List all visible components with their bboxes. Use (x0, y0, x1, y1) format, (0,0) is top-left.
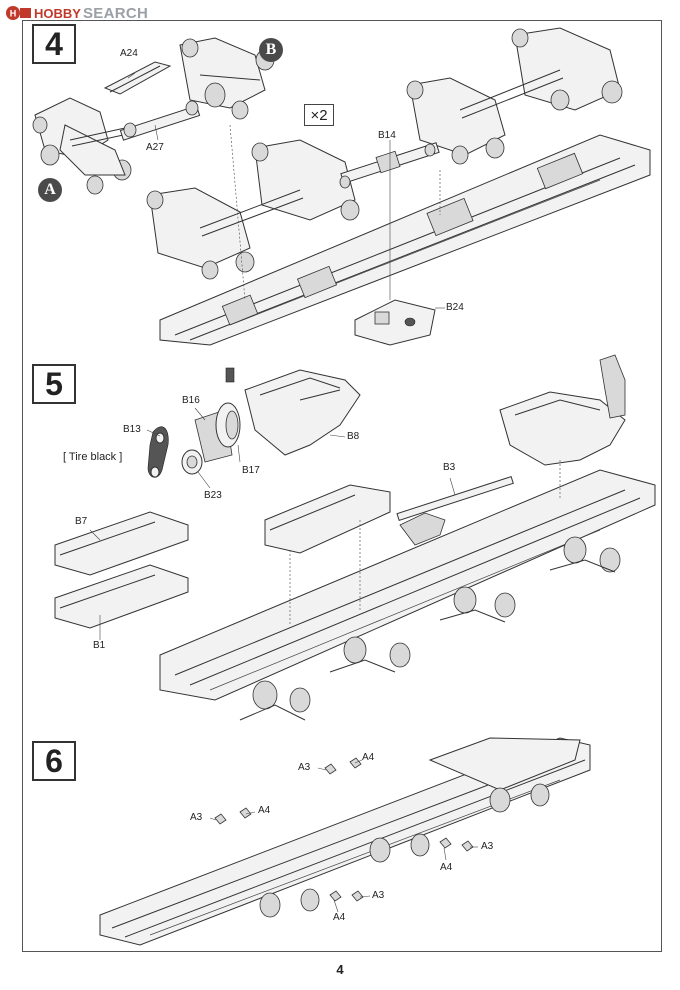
label-b1: B1 (93, 640, 106, 651)
multiplier-box: ×2 (304, 104, 334, 126)
label-a3-1: A3 (190, 812, 203, 823)
watermark-brand: HOBBY (34, 5, 81, 21)
label-a4-4: A4 (333, 912, 346, 923)
label-a4-1: A4 (258, 805, 271, 816)
label-a4-3: A4 (440, 862, 453, 873)
step-4-drawing (32, 27, 651, 346)
callout-a: A (38, 178, 62, 202)
tire-black-note: [ Tire black ] (63, 451, 123, 463)
label-a3-3: A3 (481, 841, 494, 852)
label-b23: B23 (204, 490, 222, 501)
part-b16-b17-sprocket (194, 367, 241, 463)
part-b3-shaft (396, 475, 514, 521)
step5-suspension (239, 536, 621, 721)
part-tub-right (499, 354, 626, 466)
part-a27-shaft (119, 100, 201, 141)
label-b13: B13 (123, 424, 141, 435)
part-b7-plate (54, 511, 189, 576)
axle-assembly-middle (146, 139, 360, 280)
step-6-drawing (99, 737, 591, 946)
label-b14: B14 (378, 130, 396, 141)
label-b16: B16 (182, 395, 200, 406)
part-b1-plate (54, 564, 189, 629)
step-4-number: 4 (32, 24, 76, 64)
watermark-text: SEARCH (82, 4, 149, 22)
label-b8: B8 (347, 431, 360, 442)
part-b14-driveshaft (339, 142, 440, 189)
watermark: H HOBBY SEARCH (4, 2, 148, 24)
callout-b: B (259, 38, 283, 62)
part-b8-tub (244, 369, 361, 456)
axle-assembly-right-top (406, 27, 623, 165)
label-b7: B7 (75, 516, 88, 527)
label-a27: A27 (146, 142, 164, 153)
label-a3-2: A3 (298, 762, 311, 773)
label-a4-2: A4 (362, 752, 375, 763)
step-5-number: 5 (32, 364, 76, 404)
step-6-number: 6 (32, 741, 76, 781)
hobby-logo-icon: H (6, 6, 31, 20)
label-b24: B24 (446, 302, 464, 313)
part-b24-motor (354, 299, 436, 346)
small-parts-a3-a4 (214, 757, 474, 902)
page-frame (22, 20, 662, 952)
step-5-drawing (54, 354, 656, 721)
label-a3-4: A3 (372, 890, 385, 901)
svg-text:H: H (10, 9, 17, 19)
axle-assembly-a (32, 97, 132, 195)
label-b17: B17 (242, 465, 260, 476)
label-a24: A24 (120, 48, 138, 59)
label-b3: B3 (443, 462, 456, 473)
page-number: 4 (336, 962, 344, 977)
